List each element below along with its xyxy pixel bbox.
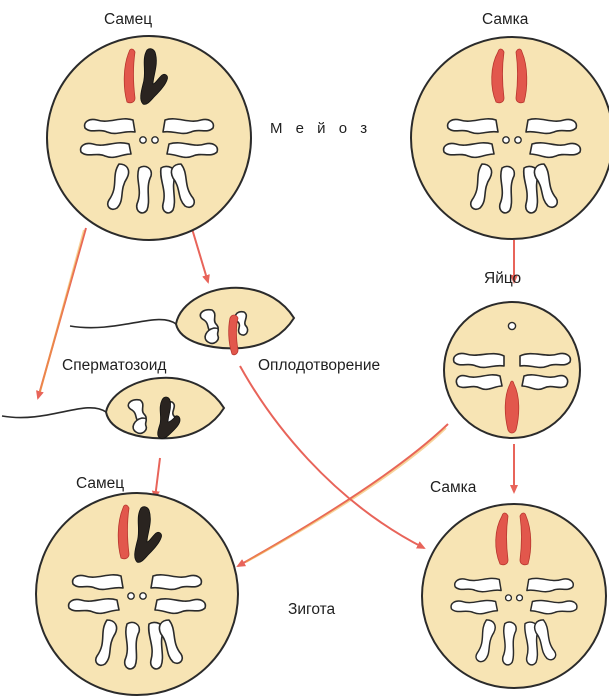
label-meiosis: М е й о з: [270, 120, 372, 137]
female-parent-cell: [411, 37, 609, 239]
sperm-tail: [2, 408, 106, 418]
sperm-cell-lower: [2, 378, 224, 439]
sperm-cell-upper: [70, 288, 294, 355]
cell-circle-icon: [36, 493, 238, 695]
label-female-top: Самка: [482, 11, 529, 28]
male-zygote-cell: [36, 493, 238, 695]
male-parent-cell: [47, 36, 251, 240]
sperm-tail: [70, 320, 176, 328]
label-female-bottom: Самка: [430, 479, 477, 496]
label-fertilization: Оплодотворение: [258, 357, 380, 374]
arrow-sperm-to-male-zygote: [155, 458, 160, 498]
label-egg: Яйцо: [484, 270, 521, 287]
label-sperm: Сперматозоид: [62, 357, 166, 374]
label-zygote: Зигота: [288, 601, 336, 618]
female-zygote-cell: [422, 504, 606, 688]
label-male-top: Самец: [104, 11, 152, 28]
arrow-sperm-to-female-zygote: [240, 366, 424, 548]
cell-circle-icon: [422, 504, 606, 688]
label-male-bottom: Самец: [76, 475, 124, 492]
egg-cell: [444, 302, 580, 438]
x-chromosome-icon: [229, 315, 238, 355]
